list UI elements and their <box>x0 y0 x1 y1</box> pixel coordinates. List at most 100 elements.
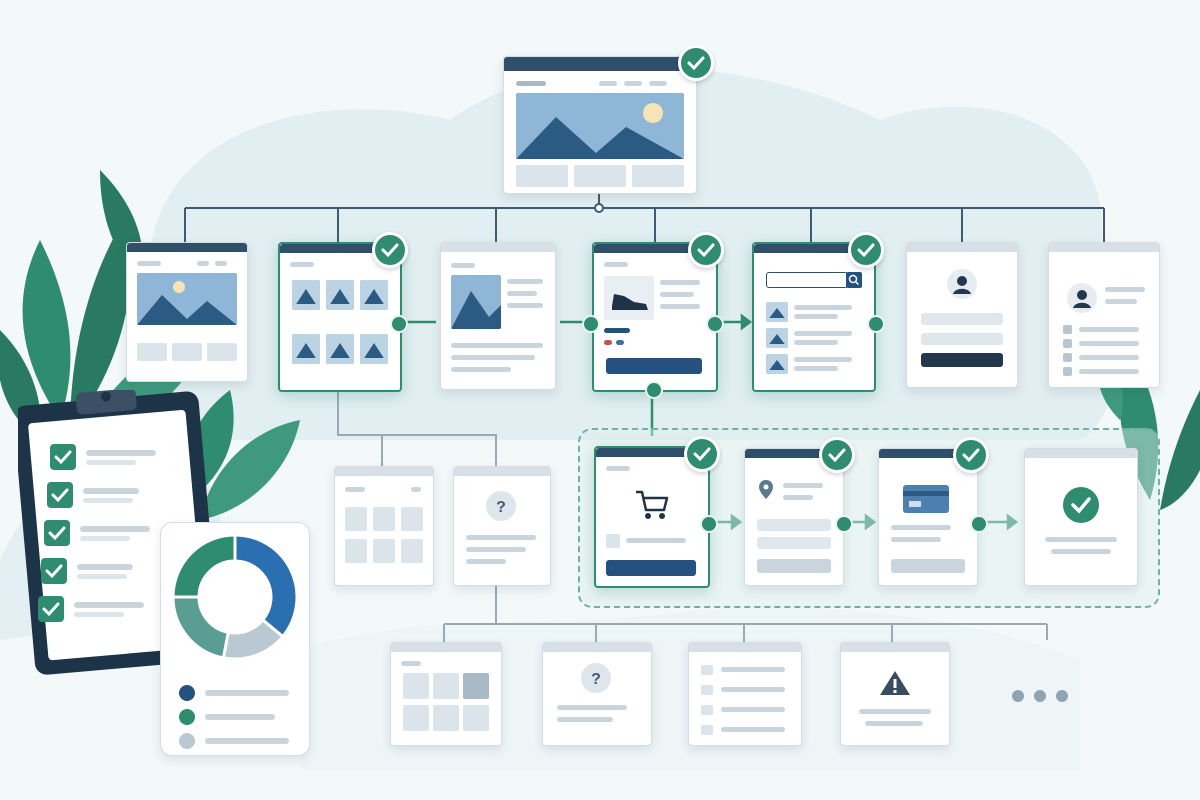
window-titlebar <box>504 57 696 71</box>
result-thumbnail <box>766 328 788 348</box>
ellipsis-icon <box>1012 690 1072 704</box>
profile-page-card[interactable] <box>1048 242 1160 388</box>
user-icon <box>947 269 977 299</box>
window-titlebar <box>454 467 550 476</box>
gallery-thumbnail <box>360 280 388 310</box>
window-titlebar <box>1025 449 1137 458</box>
list-bullet <box>701 705 713 715</box>
confirmation-page-card[interactable] <box>1024 448 1138 586</box>
donut-segment-2 <box>171 595 231 660</box>
credit-card-icon <box>903 485 949 513</box>
add-to-cart-button[interactable] <box>606 358 702 374</box>
secondary-connectors <box>337 392 1048 642</box>
city-field[interactable] <box>757 537 831 549</box>
username-field[interactable] <box>921 313 1003 325</box>
result-thumbnail <box>766 302 788 322</box>
window-titlebar <box>335 467 433 476</box>
list-line <box>721 687 785 692</box>
gallery-thumbnail <box>360 334 388 364</box>
checklist-line <box>80 526 150 532</box>
article-page-card[interactable] <box>440 242 556 390</box>
legend-line <box>205 690 289 696</box>
check-badge-icon <box>684 436 720 472</box>
login-page-card[interactable] <box>906 242 1018 388</box>
flow-node <box>706 315 724 333</box>
gallery-page-card[interactable] <box>278 232 408 392</box>
result-meta-line <box>794 366 838 371</box>
continue-button[interactable] <box>757 559 831 573</box>
checklist-line <box>77 564 133 570</box>
error-page-card[interactable] <box>840 642 950 746</box>
list-bullet <box>701 665 713 675</box>
landing-page-card[interactable] <box>126 242 248 382</box>
list-bullet <box>1063 339 1072 348</box>
landscape-image-icon <box>137 273 237 325</box>
pay-button[interactable] <box>891 559 965 573</box>
grid-cell <box>401 539 423 563</box>
window-titlebar <box>754 244 874 253</box>
list-line <box>1079 327 1139 332</box>
flow-node <box>970 515 988 533</box>
flow-node <box>645 381 663 399</box>
list-page-card[interactable] <box>688 642 802 746</box>
list-line <box>721 667 785 672</box>
flow-node <box>867 315 885 333</box>
gallery-thumbnail <box>292 334 320 364</box>
search-icon[interactable] <box>846 272 862 288</box>
faq-page-card[interactable]: ? <box>542 642 652 746</box>
cart-page-card[interactable] <box>594 436 720 588</box>
checklist-subline <box>80 536 130 541</box>
list-line <box>721 707 785 712</box>
check-box-icon <box>41 558 67 584</box>
warning-icon <box>879 669 911 697</box>
legend-swatch <box>179 709 195 725</box>
result-title-line <box>794 331 852 336</box>
window-titlebar <box>391 643 501 652</box>
product-page-card[interactable] <box>592 232 724 392</box>
result-meta-line <box>794 314 838 319</box>
address-field[interactable] <box>757 519 831 531</box>
grid-cell <box>345 507 367 531</box>
window-titlebar <box>543 643 651 652</box>
search-input[interactable] <box>766 272 848 288</box>
login-button[interactable] <box>921 353 1003 367</box>
grid-cell <box>345 539 367 563</box>
check-circle-icon <box>1063 487 1099 523</box>
window-titlebar <box>280 244 400 253</box>
grid-cell <box>463 705 489 731</box>
list-line <box>1079 341 1139 346</box>
list-bullet <box>1063 325 1072 334</box>
landscape-image-icon <box>451 275 501 329</box>
checklist-subline <box>86 460 136 465</box>
location-pin-icon <box>757 479 775 501</box>
flow-node <box>390 315 408 333</box>
shipping-page-card[interactable] <box>744 437 855 586</box>
check-badge-icon <box>372 232 408 268</box>
window-titlebar <box>745 449 843 458</box>
gallery-thumbnail <box>326 280 354 310</box>
check-box-icon <box>47 482 73 508</box>
checkout-button[interactable] <box>606 560 696 576</box>
checklist-subline <box>83 498 133 503</box>
checklist-line <box>74 602 144 608</box>
password-field[interactable] <box>921 333 1003 345</box>
home-page-card[interactable] <box>503 45 714 194</box>
search-results-page-card[interactable] <box>752 232 884 392</box>
checklist-line <box>83 488 139 494</box>
flow-node <box>582 315 600 333</box>
grid-page-card[interactable] <box>334 466 434 586</box>
grid-cell <box>463 673 489 699</box>
help-page-card[interactable]: ? <box>453 466 551 586</box>
payment-page-card[interactable] <box>878 437 989 586</box>
flow-node <box>835 515 853 533</box>
legend-swatch <box>179 685 195 701</box>
donut-segment-3 <box>171 533 237 599</box>
check-badge-icon <box>688 232 724 268</box>
grid-cell <box>401 507 423 531</box>
list-line <box>1079 369 1139 374</box>
grid-page-2-card[interactable] <box>390 642 502 746</box>
result-thumbnail <box>766 354 788 374</box>
window-titlebar <box>879 449 977 458</box>
legend-swatch <box>179 733 195 749</box>
